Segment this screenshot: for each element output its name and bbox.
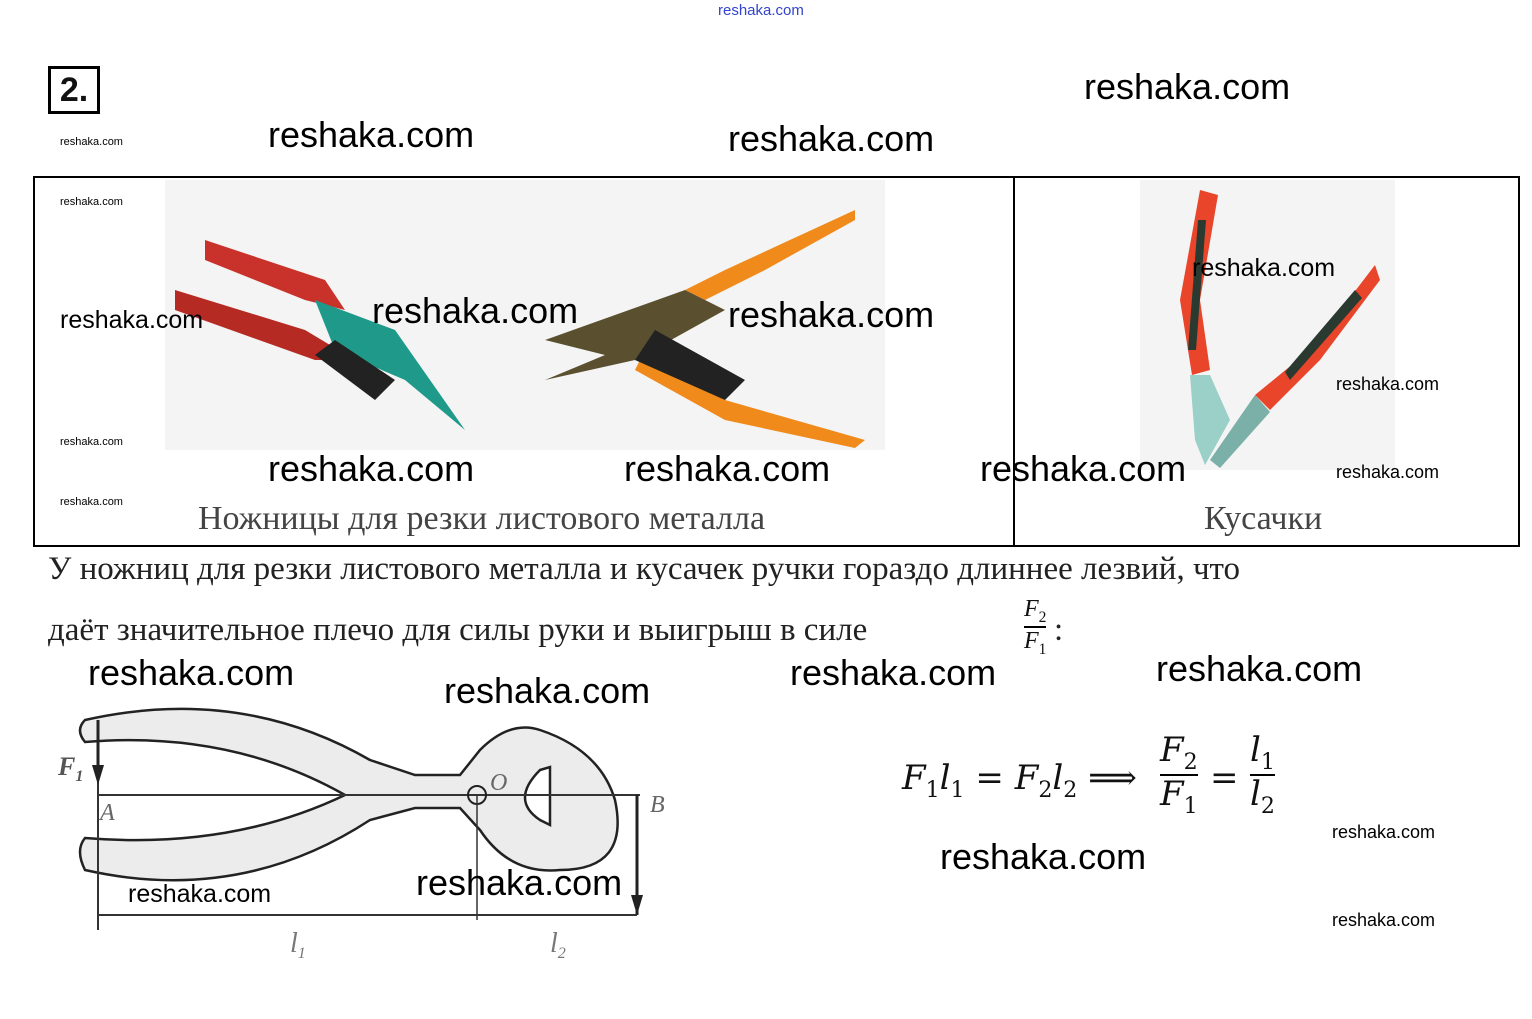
fraction-denominator: F (1024, 627, 1039, 654)
watermark: reshaka.com (1332, 822, 1436, 842)
watermark: reshaka.com (60, 496, 123, 508)
f2: F (1014, 758, 1039, 798)
watermark: reshaka.com (940, 836, 1147, 877)
num-l1: l (1250, 730, 1261, 770)
watermark: reshaka.com (372, 290, 579, 331)
cutters-image (1140, 180, 1395, 470)
l1: l (939, 758, 951, 798)
implies: ⟹ (1088, 758, 1137, 798)
watermark: reshaka.com (60, 436, 123, 448)
pliers-lever-diagram: l1 l2 F1 A O B (57, 707, 665, 962)
fraction-numerator: F (1024, 596, 1039, 622)
watermark: reshaka.com (1084, 66, 1291, 107)
colon: : (1054, 612, 1064, 648)
watermark: reshaka.com (128, 880, 272, 908)
metal-shears-image (165, 180, 885, 450)
watermark: reshaka.com (60, 196, 123, 208)
watermark: reshaka.com (444, 670, 651, 711)
shears-caption: Ножницы для резки листового металла (198, 500, 766, 537)
cutters-caption: Кусачки (1204, 500, 1323, 537)
watermark: reshaka.com (980, 448, 1187, 489)
watermark: reshaka.com (60, 306, 204, 334)
watermark: reshaka.com (1336, 374, 1440, 394)
num-sub: 2 (1183, 748, 1198, 775)
label-l2: l2 (550, 928, 566, 962)
equals: = (975, 758, 1004, 798)
watermark: reshaka.com (1156, 648, 1363, 689)
watermark: reshaka.com (790, 652, 997, 693)
label-f1: F1 (57, 752, 83, 785)
force-ratio: F2 F1 (1160, 730, 1198, 819)
equals-2: = (1210, 758, 1239, 798)
numerator-sub: 2 (1038, 608, 1047, 626)
lever-formula: F1l1 = F2l2 ⟹ (902, 758, 1137, 803)
label-a: A (98, 800, 115, 826)
watermark: reshaka.com (624, 448, 831, 489)
header-watermark[interactable]: reshaka.com (718, 2, 804, 19)
label-l1: l1 (290, 928, 306, 962)
den-f1: F (1160, 774, 1184, 815)
label-o: O (490, 770, 507, 796)
den-sub: 1 (1183, 792, 1198, 819)
num2-sub: 1 (1260, 748, 1275, 775)
watermark: reshaka.com (88, 652, 295, 693)
den-l2: l (1250, 774, 1261, 815)
watermark: reshaka.com (268, 448, 475, 489)
watermark: reshaka.com (728, 294, 935, 335)
arm-ratio: l1 l2 (1250, 730, 1275, 819)
f1-sub: 1 (925, 776, 940, 803)
fraction-bar (1024, 625, 1047, 628)
watermark: reshaka.com (416, 862, 623, 903)
watermark: reshaka.com (268, 114, 475, 155)
denominator-sub: 1 (1038, 640, 1047, 658)
fraction-bar (1250, 774, 1275, 777)
watermark: reshaka.com (1192, 254, 1336, 282)
f1: F (902, 758, 926, 798)
watermark: reshaka.com (1336, 462, 1440, 482)
label-b: B (650, 792, 665, 818)
l1-sub: 1 (950, 776, 965, 803)
watermark: reshaka.com (728, 118, 935, 159)
f2-sub: 2 (1038, 776, 1053, 803)
l2-sub: 2 (1063, 776, 1078, 803)
task-number: 2. (48, 66, 100, 114)
paragraph-line-1: У ножниц для резки листового металла и к… (48, 551, 1241, 587)
num-f2: F (1160, 730, 1184, 770)
watermark: reshaka.com (60, 136, 123, 148)
den2-sub: 2 (1260, 792, 1275, 819)
inline-fraction: F2 F1 (1024, 596, 1047, 658)
paragraph-line-2: даёт значительное плечо для силы руки и … (48, 612, 868, 648)
watermark: reshaka.com (1332, 910, 1436, 930)
l2: l (1052, 758, 1064, 798)
figure-box-cutters (1013, 176, 1520, 547)
fraction-bar (1160, 774, 1198, 777)
